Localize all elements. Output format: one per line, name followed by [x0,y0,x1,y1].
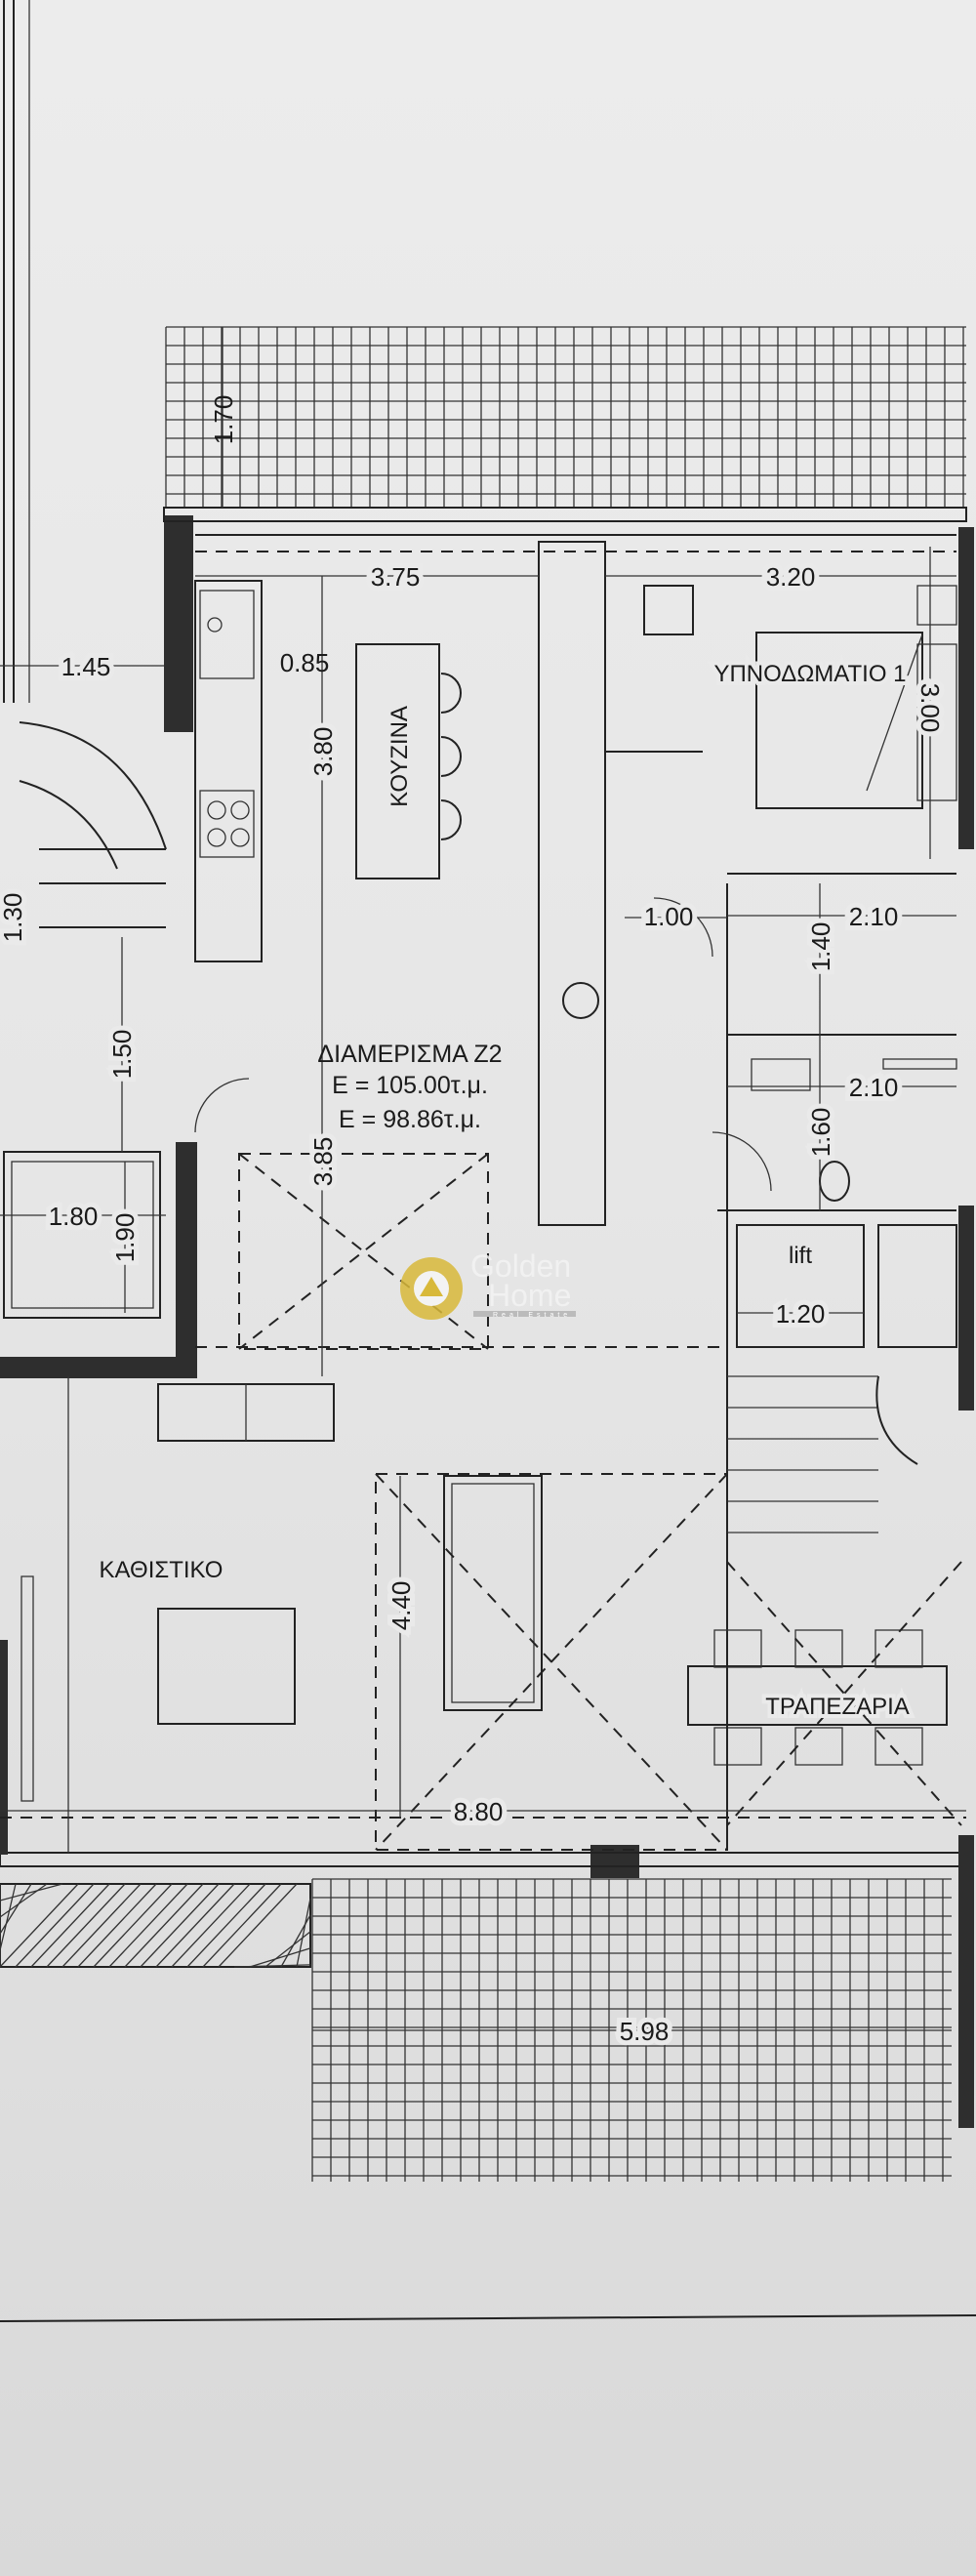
dim-bath1-depth: 1.40 [806,922,835,972]
watermark-line1: Golden [470,1248,571,1284]
walls [0,507,974,2128]
dim-kitchen-depth: 3.80 [308,727,338,777]
dim-kitchen-width: 3.75 [371,562,421,592]
dim-bath2-depth: 1.60 [806,1108,835,1158]
kitchen-fittings [194,580,599,1019]
dim-living-depth: 4.40 [386,1581,416,1631]
dim-total-width: 8.80 [454,1797,504,1826]
dim-stair-left-width: 1.45 [61,652,111,681]
left-stair [3,721,167,1319]
dim-lift-width: 1.20 [776,1299,826,1329]
dimension-lines [0,327,976,2322]
watermark-line2: Home [488,1278,571,1313]
dim-balcony-top-depth: 1.70 [209,395,238,445]
apartment-title: ΔΙΑΜΕΡΙΣΜΑ Z2 [317,1041,502,1068]
room-label-bedroom: ΥΠΝΟΔΩΜΑΤΙΟ 1 [713,661,906,687]
dim-stair-left-depth: 1.50 [107,1030,137,1080]
interior-partitions [0,534,966,1853]
dimension-labels: 1.70 3.75 3.20 1.45 0.85 3.80 3.00 1.00 … [0,395,950,2051]
watermark-tagline: Real Estate [493,1312,571,1319]
dim-counter-depth: 0.85 [280,648,330,677]
dim-bath1-width: 2.10 [849,902,899,931]
area-gross: E = 105.00τ.μ. [332,1072,488,1099]
hatched-balcony-strip [0,1883,311,1968]
bedroom-fittings [643,585,957,809]
room-labels: ΚΟΥΖΙΝΑ ΥΠΝΟΔΩΜΑΤΙΟ 1 ΚΑΘΙΣΤΙΚΟ ΤΡΑΠΕΖΑΡ… [100,657,914,1724]
room-label-kitchen: ΚΟΥΖΙΝΑ [386,706,413,807]
dim-lift-left-width: 1.80 [49,1202,99,1231]
golden-home-watermark: Golden Home Real Estate [400,1248,576,1320]
room-label-dining: ΤΡΑΠΕΖΑΡΙΑ [765,1694,910,1720]
dim-bedroom-depth: 3.00 [915,683,945,733]
dim-bedroom-width: 3.20 [766,562,816,592]
living-dining-furniture [157,1383,948,1766]
room-label-lift: lift [789,1243,812,1269]
dim-landing-left: 1.30 [0,893,27,943]
dim-balcony-bottom-width: 5.98 [620,2017,670,2046]
lift-and-stairs [727,1224,957,1533]
dim-hall-width: 1.00 [644,902,694,931]
double-height-voids [238,1153,962,1851]
bathroom-fittings [194,897,957,1202]
dim-void-depth: 3.85 [308,1137,338,1187]
area-net: E = 98.86τ.μ. [339,1106,481,1133]
dim-bath2-width: 2.10 [849,1073,899,1102]
left-building-edge [3,0,30,703]
dim-lift-left-depth: 1.90 [110,1213,140,1263]
room-label-living: ΚΑΘΙΣΤΙΚΟ [100,1557,224,1583]
